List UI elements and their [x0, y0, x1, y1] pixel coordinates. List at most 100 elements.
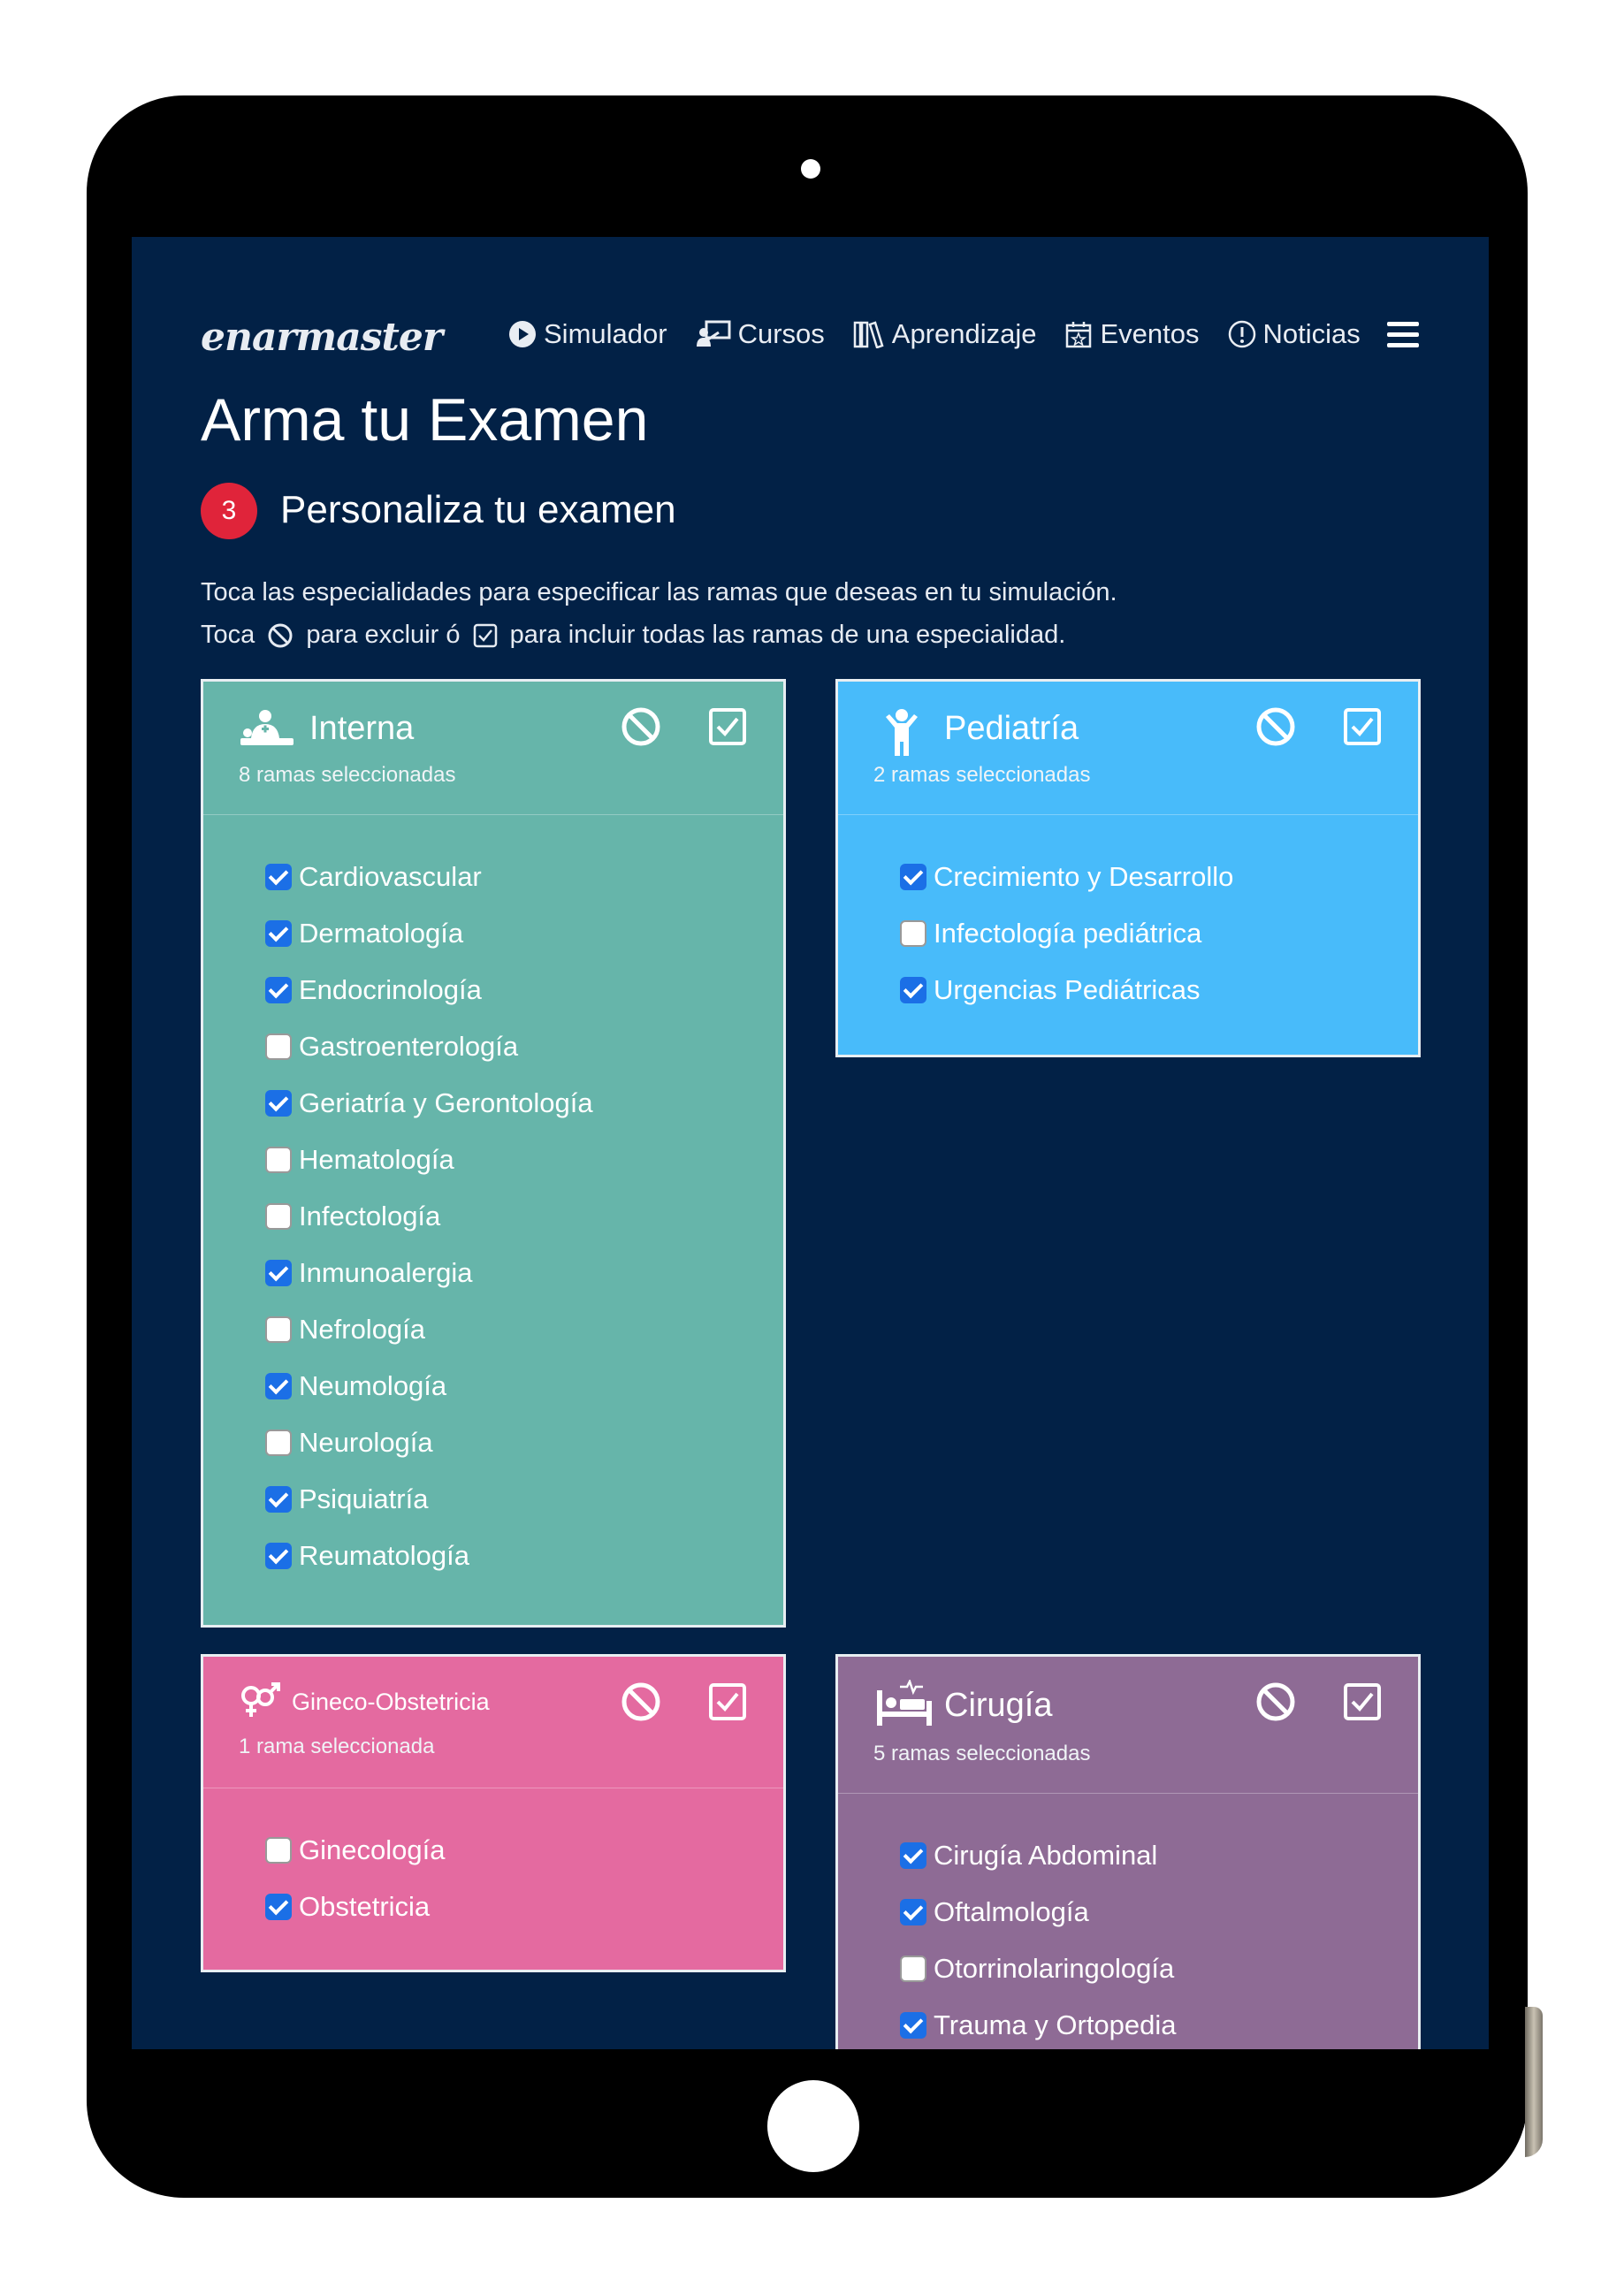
exclude-ban-icon[interactable]: [1254, 705, 1298, 749]
exclude-ban-icon[interactable]: [619, 1680, 663, 1724]
instructions: Toca las especialidades para especificar…: [201, 571, 1117, 656]
checkbox-checked[interactable]: [900, 977, 926, 1003]
card-header[interactable]: Interna 8 ramas seleccionadas: [203, 682, 783, 815]
card-header[interactable]: Gineco-Obstetricia 1 rama seleccionada: [203, 1657, 783, 1788]
checkbox-unchecked[interactable]: [265, 1203, 292, 1230]
branch-item[interactable]: Infectología: [265, 1201, 440, 1232]
exclude-ban-icon[interactable]: [1254, 1680, 1298, 1724]
nav-aprendizaje-label: Aprendizaje: [891, 318, 1037, 349]
tablet-side-edge: [1525, 2007, 1543, 2157]
branch-label: Geriatría y Gerontología: [299, 1087, 593, 1118]
checkbox-checked[interactable]: [900, 1899, 926, 1925]
branch-item[interactable]: Neumología: [265, 1370, 446, 1402]
branch-label: Inmunoalergia: [299, 1257, 473, 1288]
branch-item[interactable]: Endocrinología: [265, 974, 482, 1006]
card-interna[interactable]: Interna 8 ramas seleccionadas Cardiovasc…: [201, 679, 786, 1628]
ban-icon: [268, 623, 293, 648]
branch-label: Neurología: [299, 1427, 433, 1458]
branch-item[interactable]: Obstetricia: [265, 1891, 430, 1923]
branch-item[interactable]: Infectología pediátrica: [900, 918, 1201, 949]
branch-item[interactable]: Trauma y Ortopedia: [900, 2009, 1177, 2041]
card-subtitle: 2 ramas seleccionadas: [873, 763, 1091, 787]
branch-item[interactable]: Hematología: [265, 1144, 454, 1176]
branch-item[interactable]: Oftalmología: [900, 1896, 1089, 1928]
branch-item[interactable]: Neurología: [265, 1427, 433, 1459]
checkbox-checked[interactable]: [265, 1543, 292, 1569]
nav-eventos[interactable]: Eventos: [1064, 318, 1200, 350]
branch-label: Psiquiatría: [299, 1483, 429, 1514]
branch-item[interactable]: Ginecología: [265, 1834, 445, 1866]
checkbox-checked[interactable]: [265, 1260, 292, 1286]
branch-item[interactable]: Inmunoalergia: [265, 1257, 472, 1289]
step-badge: 3: [201, 483, 257, 539]
branch-item[interactable]: Urgencias Pediátricas: [900, 974, 1201, 1006]
include-all-check-icon[interactable]: [707, 706, 748, 747]
card-subtitle: 1 rama seleccionada: [239, 1735, 435, 1758]
checkbox-unchecked[interactable]: [265, 1033, 292, 1060]
branch-item[interactable]: Nefrología: [265, 1314, 425, 1346]
app-logo[interactable]: enarmaster: [201, 315, 443, 360]
nav-cursos[interactable]: Cursos: [696, 318, 825, 350]
card-header[interactable]: Cirugía 5 ramas seleccionadas: [838, 1657, 1418, 1794]
card-title: Gineco-Obstetricia: [292, 1689, 490, 1715]
include-all-check-icon[interactable]: [1342, 1681, 1383, 1722]
nav-aprendizaje[interactable]: Aprendizaje: [853, 318, 1037, 350]
card-header[interactable]: Pediatría 2 ramas seleccionadas: [838, 682, 1418, 815]
app-screen: enarmaster Simulador Cursos Aprendizaje …: [132, 237, 1489, 2049]
branch-item[interactable]: Crecimiento y Desarrollo: [900, 861, 1233, 893]
checkbox-unchecked[interactable]: [265, 1837, 292, 1864]
checkbox-unchecked[interactable]: [265, 1430, 292, 1456]
branch-item[interactable]: Cirugía Abdominal: [900, 1840, 1157, 1872]
checkbox-checked[interactable]: [265, 1894, 292, 1920]
checkbox-checked[interactable]: [900, 864, 926, 890]
branch-label: Dermatología: [299, 918, 464, 949]
doctor-patient-icon: [240, 710, 294, 745]
exclude-ban-icon[interactable]: [619, 705, 663, 749]
checkbox-checked[interactable]: [265, 1373, 292, 1399]
checkbox-checked[interactable]: [265, 920, 292, 947]
checkbox-unchecked[interactable]: [265, 1147, 292, 1173]
branch-label: Ginecología: [299, 1834, 446, 1865]
home-button[interactable]: [767, 2080, 859, 2172]
checkbox-checked[interactable]: [265, 1486, 292, 1513]
instruction-text-a: Toca: [201, 621, 255, 649]
card-title: Interna: [309, 710, 415, 747]
card-title: Cirugía: [944, 1687, 1053, 1724]
card-pediatria[interactable]: Pediatría 2 ramas seleccionadas Crecimie…: [835, 679, 1421, 1057]
checkbox-checked[interactable]: [265, 1090, 292, 1117]
card-gineco-obstetricia[interactable]: Gineco-Obstetricia 1 rama seleccionada G…: [201, 1654, 786, 1972]
branch-item[interactable]: Reumatología: [265, 1540, 469, 1572]
branch-label: Cardiovascular: [299, 861, 482, 892]
instruction-line-2: Toca para excluir ó para incluir todas l…: [201, 614, 1117, 656]
branch-item[interactable]: Dermatología: [265, 918, 463, 949]
hamburger-icon[interactable]: [1387, 322, 1419, 348]
nav-noticias-label: Noticias: [1262, 318, 1361, 349]
include-all-check-icon[interactable]: [707, 1681, 748, 1722]
checkbox-checked[interactable]: [900, 1842, 926, 1869]
checkbox-unchecked[interactable]: [265, 1316, 292, 1343]
branch-label: Reumatología: [299, 1540, 470, 1571]
checkbox-checked[interactable]: [900, 2012, 926, 2039]
branch-item[interactable]: Gastroenterología: [265, 1031, 518, 1063]
branch-item[interactable]: Geriatría y Gerontología: [265, 1087, 593, 1119]
include-all-check-icon[interactable]: [1342, 706, 1383, 747]
nav-noticias[interactable]: Noticias: [1228, 318, 1361, 350]
branch-label: Obstetricia: [299, 1891, 431, 1922]
branch-item[interactable]: Otorrinolaringología: [900, 1953, 1174, 1985]
branch-label: Hematología: [299, 1144, 454, 1175]
branch-item[interactable]: Cardiovascular: [265, 861, 482, 893]
nav-simulador[interactable]: Simulador: [508, 318, 667, 350]
card-subtitle: 5 ramas seleccionadas: [873, 1742, 1091, 1765]
branch-item[interactable]: Psiquiatría: [265, 1483, 428, 1515]
info-circle-icon: [1228, 320, 1255, 348]
step-title: Personaliza tu examen: [280, 488, 676, 531]
branch-label: Gastroenterología: [299, 1031, 519, 1062]
checkbox-unchecked[interactable]: [900, 920, 926, 947]
teacher-board-icon: [696, 320, 731, 347]
checkbox-checked[interactable]: [265, 864, 292, 890]
card-cirugia[interactable]: Cirugía 5 ramas seleccionadas Cirugía Ab…: [835, 1654, 1421, 2049]
checkbox-unchecked[interactable]: [900, 1956, 926, 1982]
child-icon: [886, 709, 918, 756]
branch-label: Crecimiento y Desarrollo: [934, 861, 1234, 892]
checkbox-checked[interactable]: [265, 977, 292, 1003]
